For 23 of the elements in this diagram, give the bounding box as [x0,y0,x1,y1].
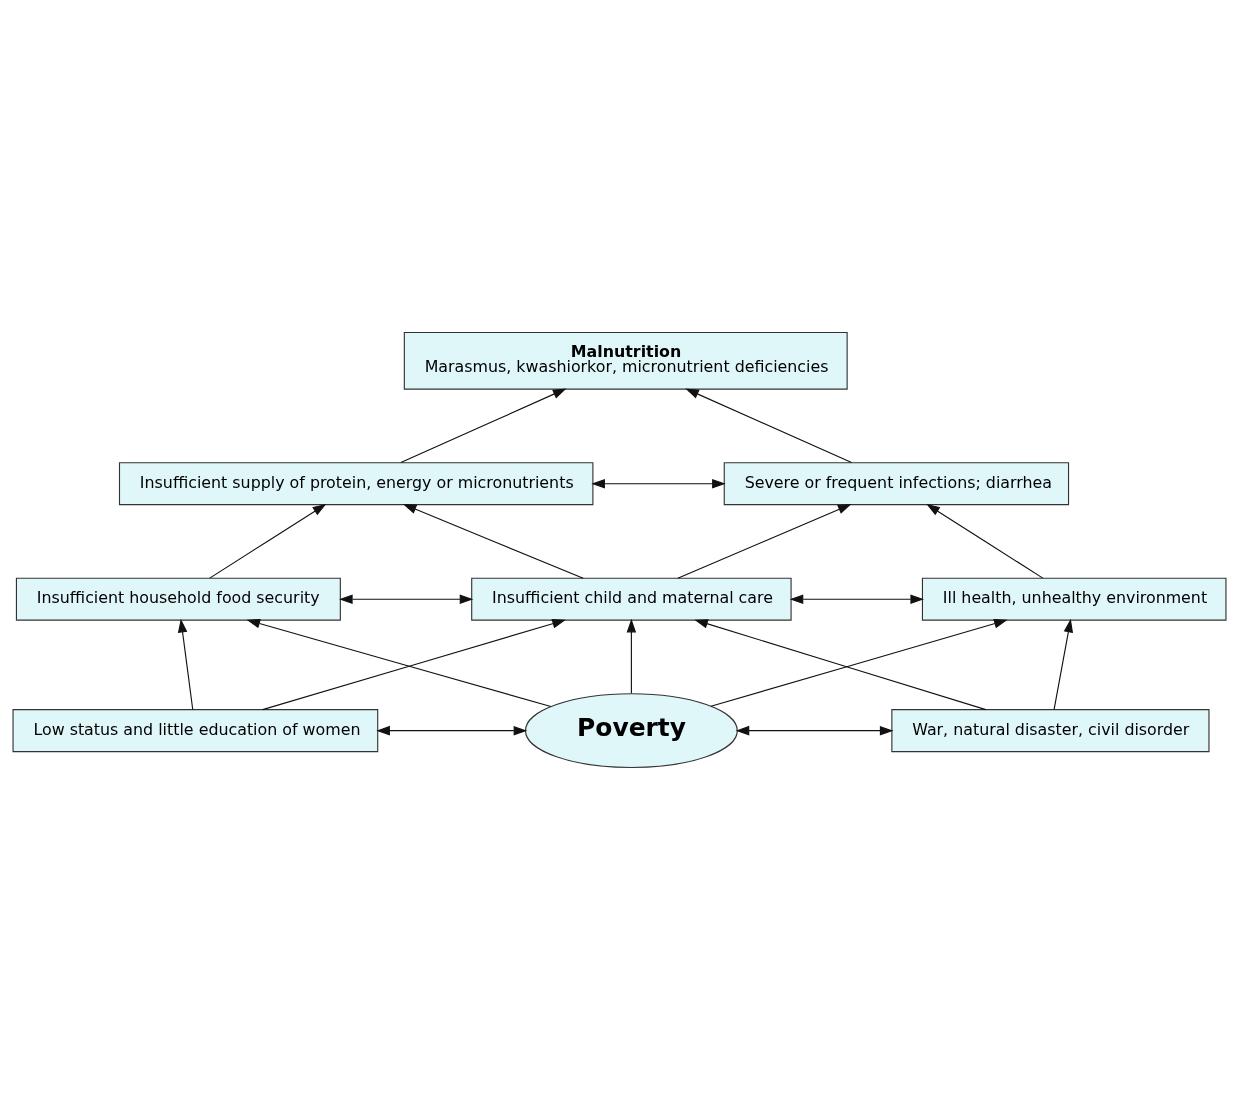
node-box: Low status and little education of women [12,708,379,752]
arrow [926,503,1044,579]
arrow [685,388,853,463]
arrow [177,618,194,710]
arrow [1053,618,1073,710]
node-box: Severe or frequent infections; diarrhea [723,461,1070,505]
node-box: War, natural disaster, civil disorder [891,708,1210,752]
arrow [402,503,584,579]
arrow [591,478,726,488]
arrow [626,618,637,694]
node-box: Ill health, unhealthy environment [921,577,1227,621]
node-box: Malnutrition Marasmus, kwashiorkor, micronutrient deficiencies [403,331,848,390]
node-box: Insufficient child and maternal care [471,577,792,621]
arrow [209,503,327,579]
arrow [735,725,894,735]
arrow [376,725,528,735]
node-box: Insufficient supply of protein, energy or micronutrients [118,461,594,505]
arrow [339,593,474,604]
arrow [789,593,924,604]
node-box: Insufficient household food security [15,577,341,621]
arrow [400,388,567,463]
arrow [677,503,852,579]
node-ellipse: Poverty [524,692,738,768]
